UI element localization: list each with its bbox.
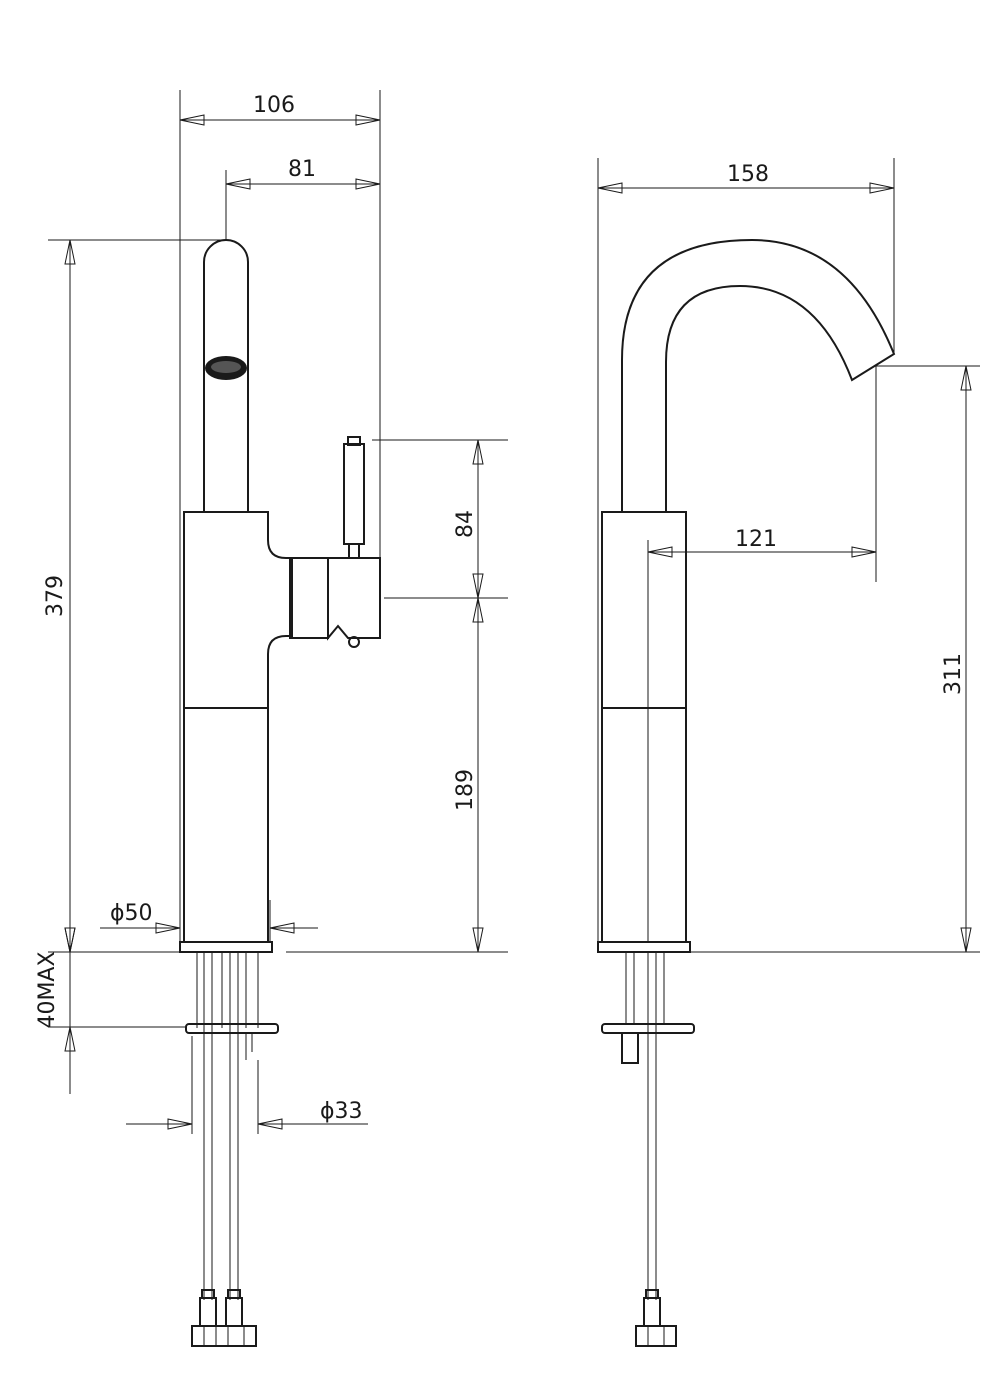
dim-189: 189 (453, 769, 478, 811)
side-view: 158 121 311 (597, 158, 980, 1347)
front-hoses (196, 952, 259, 1300)
dim-121: 121 (735, 527, 777, 552)
front-view: 106 81 379 84 189 ϕ50 (35, 90, 508, 1347)
front-base-ring (179, 941, 273, 953)
side-spout (621, 238, 896, 512)
dim-dia-50: ϕ50 (110, 901, 153, 926)
dim-379: 379 (43, 575, 68, 617)
side-hose-fittings (635, 1289, 677, 1347)
side-base-ring (597, 941, 691, 953)
side-body (601, 511, 687, 943)
front-lever-housing (289, 557, 329, 639)
side-mount-plate (601, 1023, 695, 1034)
dim-84: 84 (453, 510, 478, 538)
front-mount-plate (185, 1023, 279, 1034)
dim-311: 311 (941, 653, 966, 695)
front-body (183, 511, 293, 943)
dim-106: 106 (253, 93, 295, 118)
dim-158: 158 (727, 162, 769, 187)
dim-dia-33: ϕ33 (320, 1099, 363, 1124)
dim-40max: 40MAX (35, 951, 60, 1028)
front-lever-handle (343, 443, 365, 545)
dim-81: 81 (288, 157, 316, 182)
front-hose-fittings (191, 1289, 257, 1347)
